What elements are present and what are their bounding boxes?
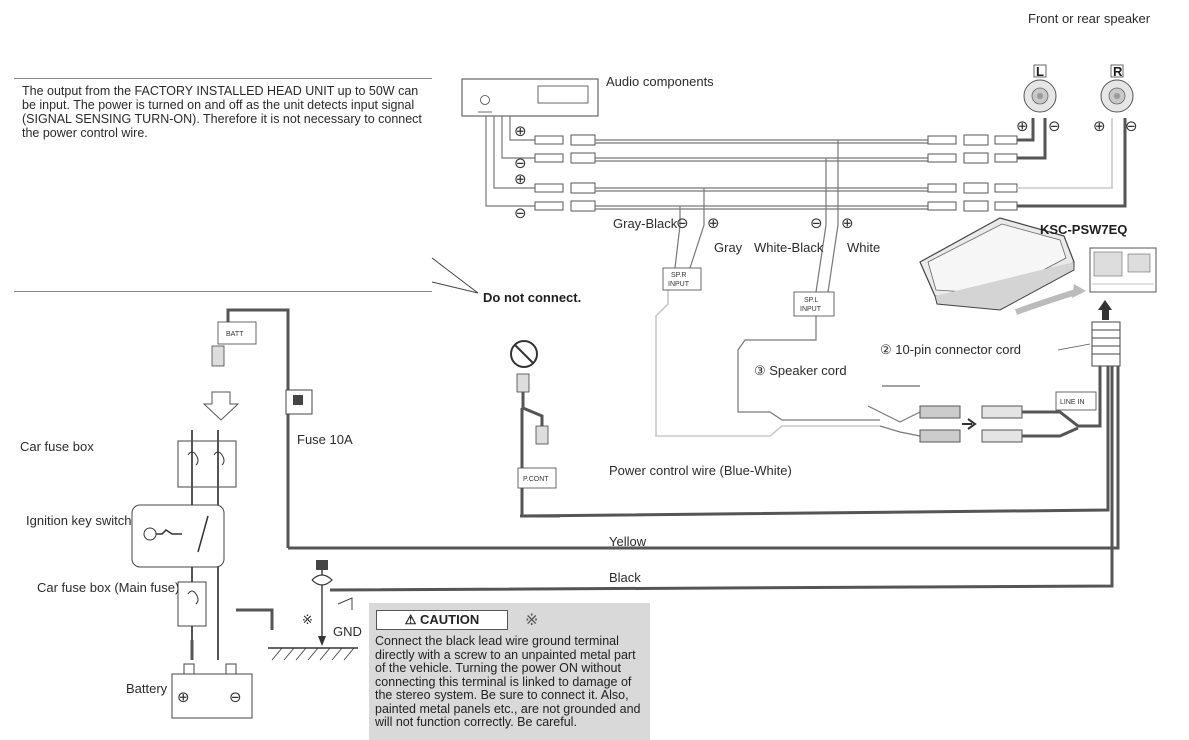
speaker-left-plus: ⊕	[1016, 117, 1029, 135]
connector-cord-label: ② 10-pin connector cord	[880, 342, 1021, 357]
lead2-minus: ⊖	[514, 154, 527, 172]
sp-l-tag-line2: INPUT	[800, 306, 822, 313]
caution-mark: ※	[525, 612, 539, 629]
speaker-left	[1023, 64, 1057, 113]
battery-minus: ⊖	[229, 688, 242, 706]
speaker-left-label: L	[1036, 64, 1044, 79]
line-in-tag	[1055, 391, 1097, 411]
sp-l-tag-line1: SP.L	[804, 297, 818, 304]
black-label: Black	[609, 570, 641, 585]
lead1-plus: ⊕	[514, 122, 527, 140]
battery-wiring	[131, 308, 313, 719]
note-text: The output from the FACTORY INSTALLED HE…	[22, 84, 422, 140]
caution-text: Connect the black lead wire ground termi…	[375, 634, 641, 729]
sp-r-input-tag	[662, 267, 702, 291]
sp-l-input-tag	[793, 291, 835, 317]
lead3-plus: ⊕	[514, 170, 527, 188]
yellow-label: Yellow	[609, 534, 647, 549]
ground-terminal	[268, 560, 358, 661]
lead4-minus: ⊖	[514, 204, 527, 222]
connector-harness	[288, 366, 1120, 592]
speaker-right-plus: ⊕	[1093, 117, 1106, 135]
product-name: KSC-PSW7EQ	[1040, 222, 1127, 237]
line-in-label: LINE IN	[1060, 399, 1085, 406]
speaker-cord-label: ③ Speaker cord	[754, 363, 847, 378]
speaker-right-minus: ⊖	[1125, 117, 1138, 135]
white-black-label: White-Black	[754, 240, 824, 255]
head-unit-leads	[485, 116, 535, 207]
do-not-connect: Do not connect.	[483, 290, 581, 305]
speaker-right	[1100, 64, 1134, 113]
power-control-label: Power control wire (Blue-White)	[609, 463, 792, 478]
connector-group-left	[534, 134, 596, 212]
subwoofer-unit	[919, 217, 1157, 367]
speaker-leads	[1017, 118, 1127, 208]
sp-r-tag-line1: SP.R	[671, 272, 686, 279]
batt-tag-label: BATT	[226, 331, 244, 338]
gray-black-minus: ⊖	[676, 214, 689, 232]
rca-plugs	[867, 380, 1102, 443]
white-label: White	[847, 240, 880, 255]
power-control-wire	[510, 340, 560, 518]
caution-box: ⚠ CAUTION ※ Connect the black lead wire …	[369, 603, 650, 740]
connector-group-right	[927, 134, 1018, 212]
speaker-input-taps	[655, 140, 880, 437]
main-fuse-label: Car fuse box (Main fuse)	[37, 580, 179, 595]
gray-black-label: Gray-Black	[613, 216, 678, 231]
gnd-label: GND	[333, 624, 362, 639]
speaker-left-minus: ⊖	[1048, 117, 1061, 135]
caution-title: ⚠ CAUTION	[376, 610, 508, 630]
sp-r-tag-line2: INPUT	[668, 281, 690, 288]
top-right-label: Front or rear speaker	[1028, 11, 1151, 26]
audio-components-label: Audio components	[606, 74, 714, 89]
gray-label: Gray	[714, 240, 743, 255]
pcont-label: P.CONT	[523, 476, 549, 483]
gray-plus: ⊕	[707, 214, 720, 232]
note-box: The output from the FACTORY INSTALLED HE…	[14, 78, 432, 292]
battery-plus: ⊕	[177, 688, 190, 706]
speaker-run-lines	[595, 139, 928, 210]
car-fuse-box-label: Car fuse box	[20, 439, 94, 454]
note-pointer	[431, 257, 479, 294]
head-unit	[461, 78, 599, 117]
white-black-minus: ⊖	[810, 214, 823, 232]
speaker-right-label: R	[1113, 64, 1123, 79]
white-plus: ⊕	[841, 214, 854, 232]
ignition-label: Ignition key switch	[26, 513, 132, 528]
fuse-10a-label: Fuse 10A	[297, 432, 353, 447]
battery-label: Battery	[126, 681, 168, 696]
gnd-star: ※	[302, 612, 313, 627]
